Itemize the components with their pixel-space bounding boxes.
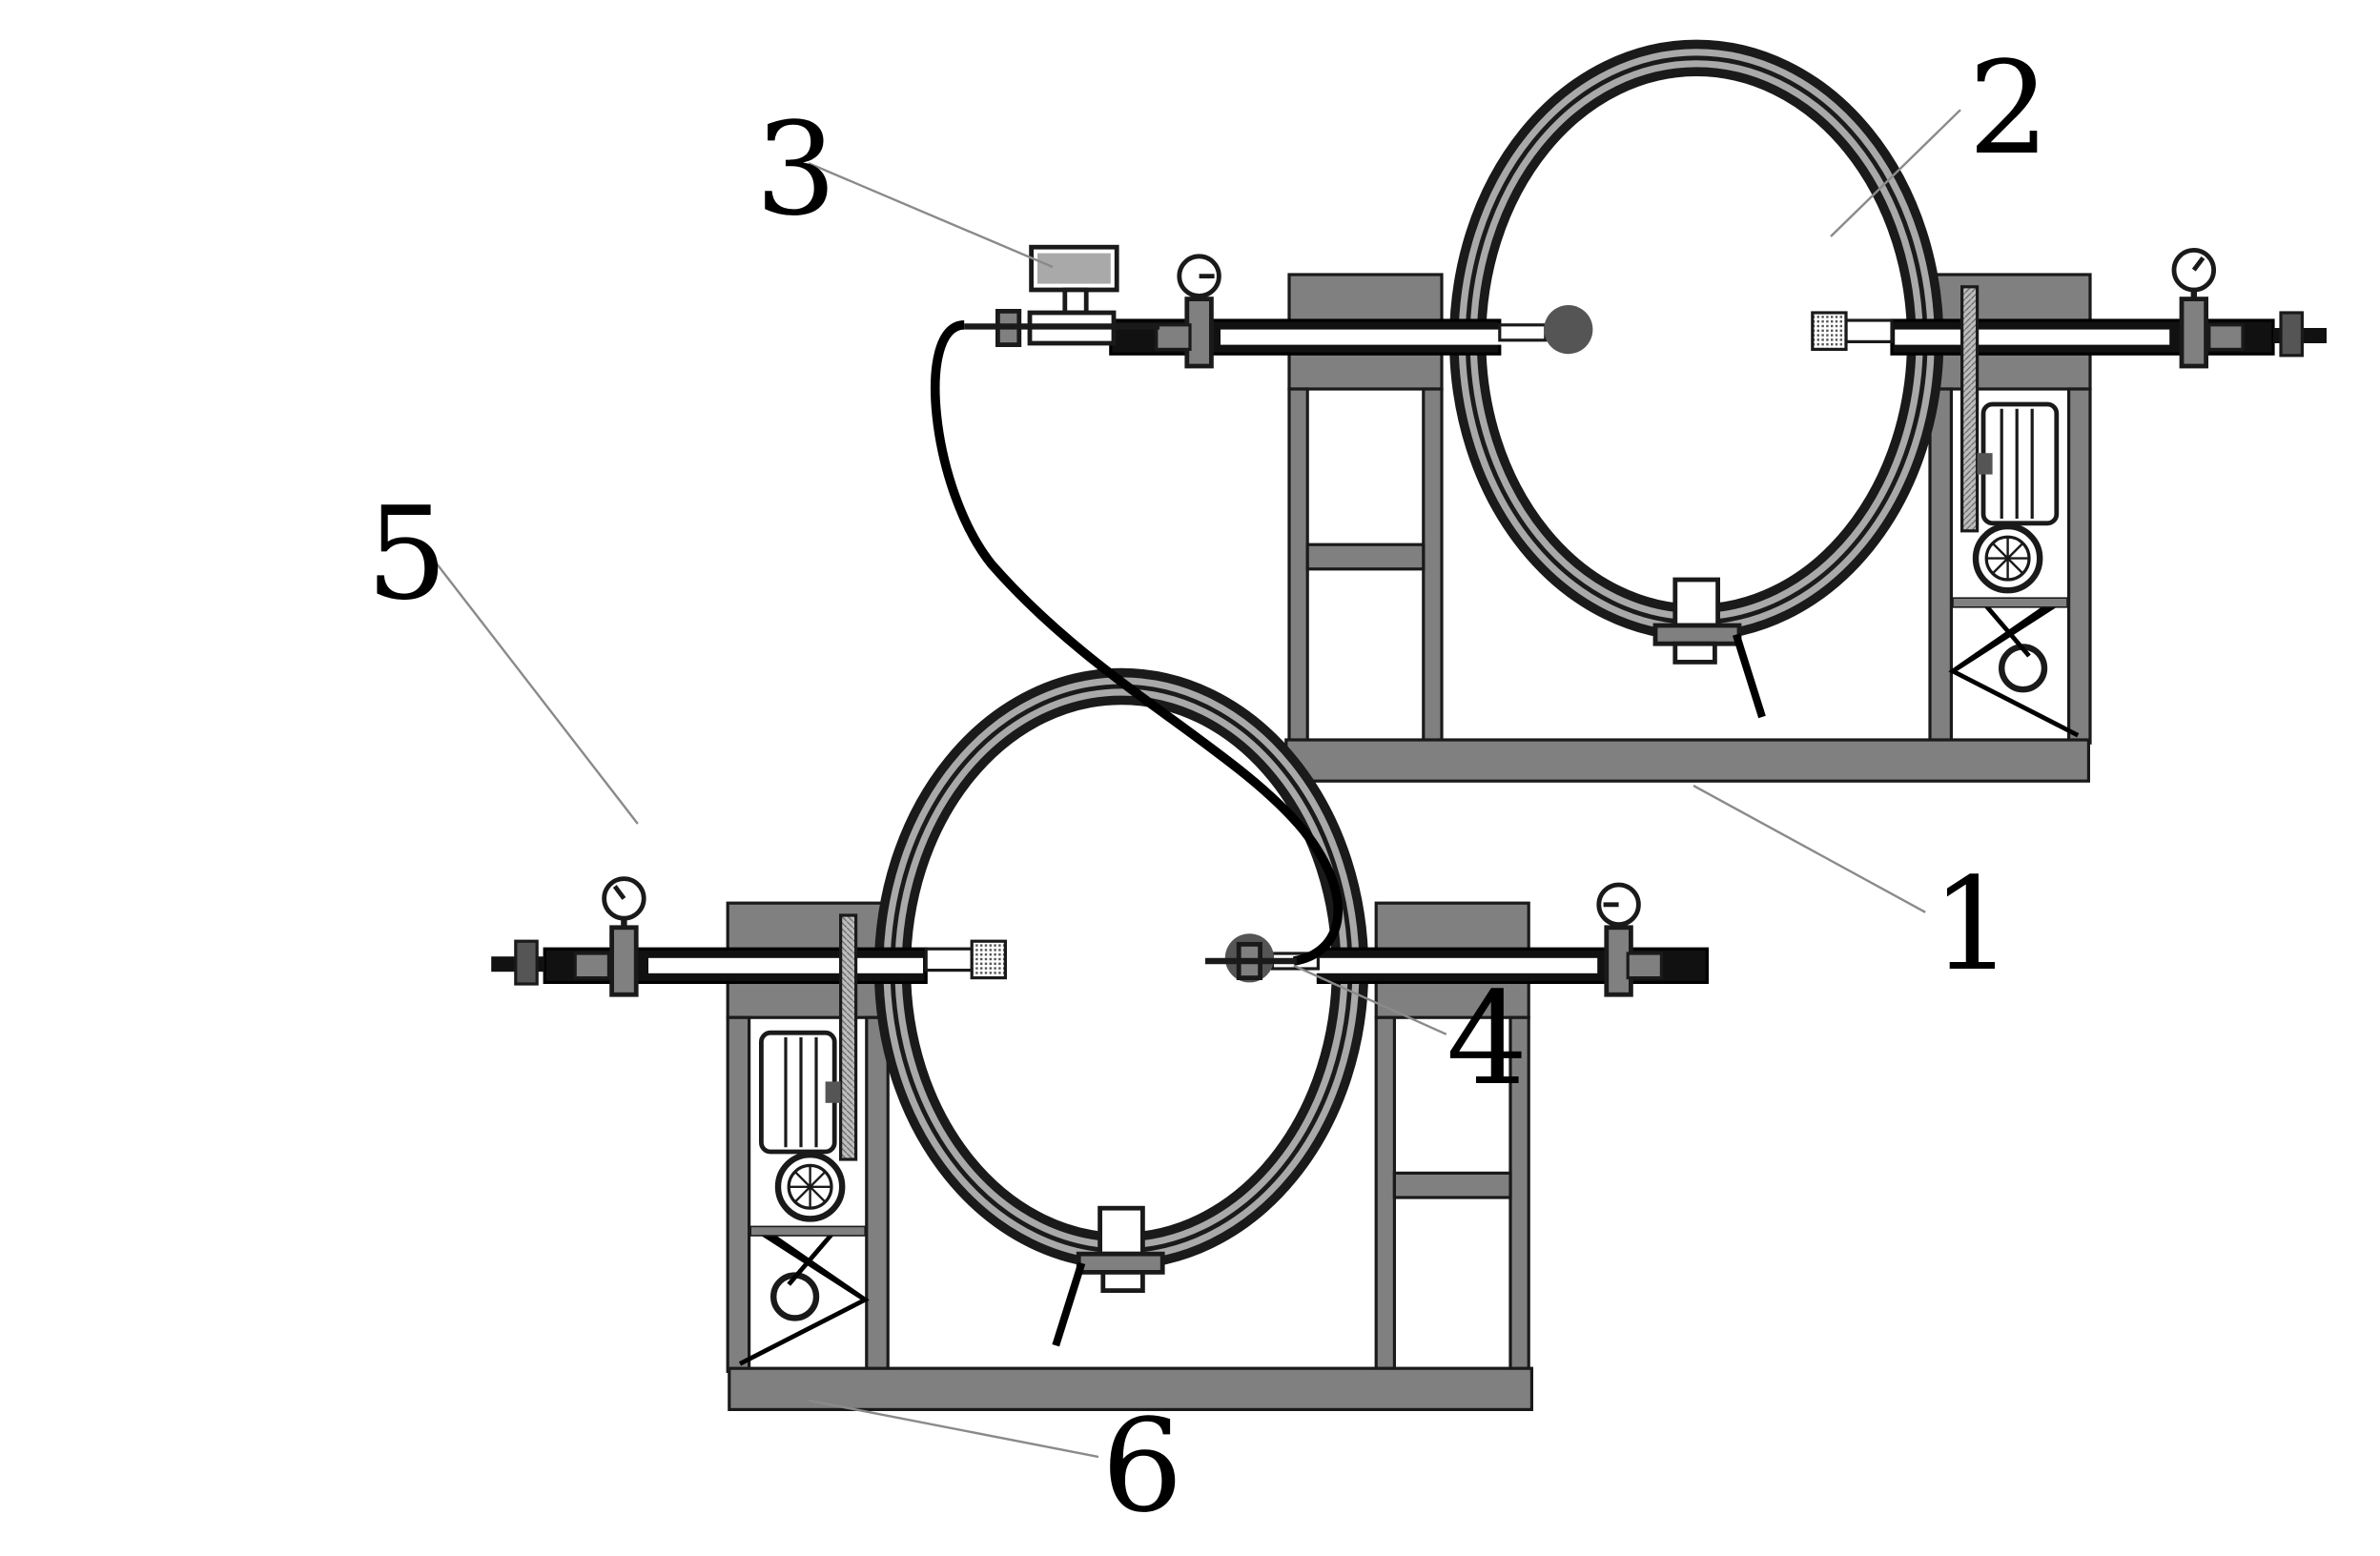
callout-2: 2 — [1968, 33, 2050, 183]
hose-coupling-4 — [1205, 942, 1297, 980]
callout-1: 1 — [1932, 850, 2014, 999]
valve-3 — [964, 244, 1159, 347]
test-unit-upper — [1111, 58, 2327, 781]
leader-lines — [419, 109, 1961, 1459]
callout-3: 3 — [755, 94, 837, 244]
callout-5: 5 — [366, 479, 448, 628]
connecting-hose — [931, 320, 1343, 966]
callout-6: 6 — [1101, 1391, 1183, 1541]
callout-4: 4 — [1446, 964, 1529, 1114]
